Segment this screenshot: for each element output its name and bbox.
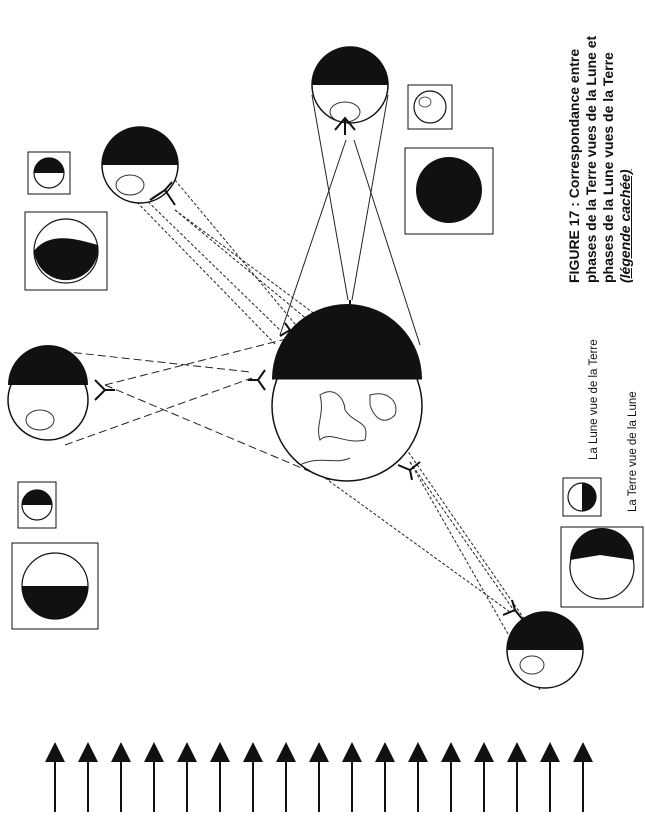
caption-line-4: (légende cachée) <box>617 169 633 283</box>
legend-moon-from-earth: La Lune vue de la Terre <box>588 339 600 460</box>
observers-earth <box>248 300 421 481</box>
sunlight-arrows <box>45 742 593 812</box>
moon-upper-left <box>101 126 179 206</box>
caption-line-3: phases de la Lune vues de la Terre <box>600 52 616 283</box>
sight-lines <box>49 94 541 691</box>
view-top-moon-from-earth <box>407 84 453 130</box>
moon-left <box>7 345 115 441</box>
view-upper-left-moon-from-earth <box>27 151 71 195</box>
earth <box>271 304 423 482</box>
view-bottom-right-moon-from-earth <box>562 477 602 517</box>
caption-line-2: phases de la Terre vues de la Lune et <box>583 35 599 283</box>
view-left-earth-from-moon <box>11 542 99 630</box>
view-upper-left-earth-from-moon <box>24 211 108 291</box>
moon-top <box>311 46 389 135</box>
view-bottom-right-earth-from-moon <box>560 526 644 608</box>
view-top-earth-from-moon <box>404 147 494 235</box>
view-left-moon-from-earth <box>17 481 57 529</box>
moon-bottom-right <box>502 599 584 689</box>
caption-line-1: FIGURE 17 : Correspondance entre <box>566 48 582 283</box>
legend-earth-from-moon: La Terre vue de la Lune <box>627 391 639 512</box>
